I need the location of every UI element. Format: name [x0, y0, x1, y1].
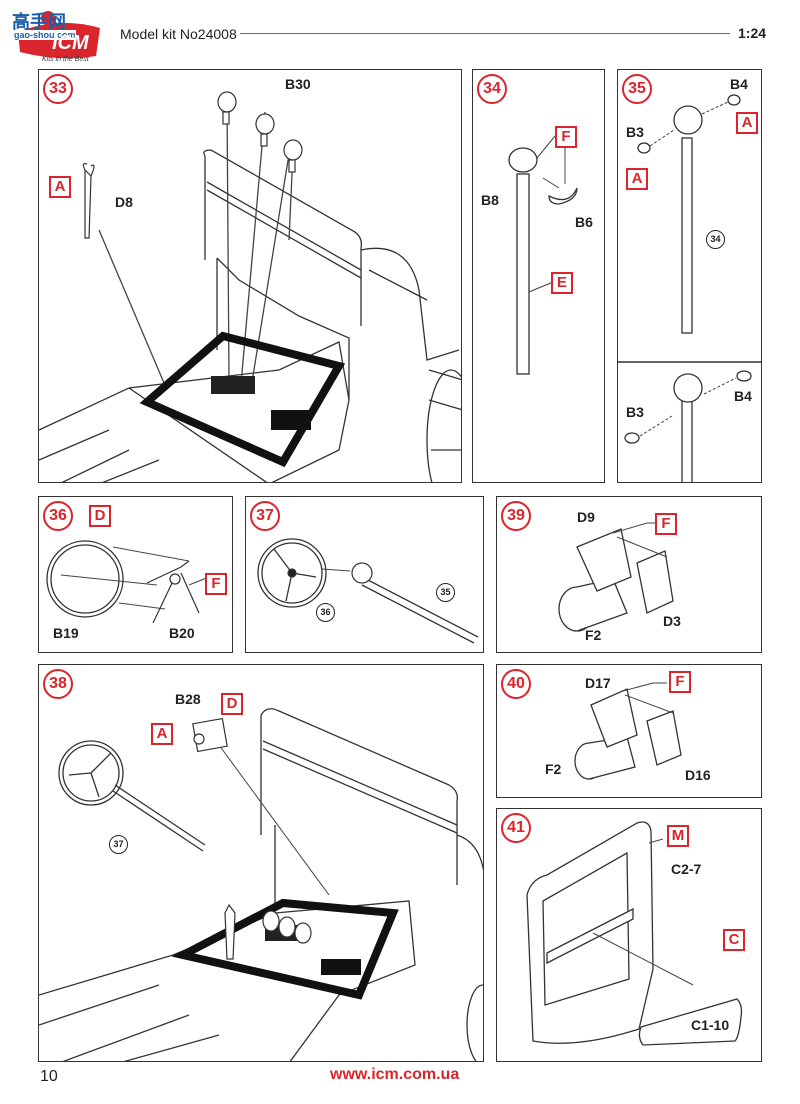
logo-site-text: gao-shou.com: [14, 30, 76, 40]
reference-step-35: 35: [436, 583, 455, 602]
website-link[interactable]: www.icm.com.ua: [330, 1066, 460, 1083]
step-33-drawing: [39, 91, 461, 482]
part-label-d16: D16: [685, 767, 711, 783]
step-39-panel: 39 D9 F F2 D3: [496, 496, 762, 653]
sprue-box-d: D: [221, 693, 243, 715]
part-label-d8: D8: [115, 194, 133, 210]
part-label-b28: B28: [175, 691, 201, 707]
part-label-b19: B19: [53, 625, 79, 641]
reference-step-34: 34: [706, 230, 725, 249]
step-number-37: 37: [250, 501, 280, 531]
step-33-panel: 33 B30 D8 A: [38, 69, 462, 483]
part-label-d3: D3: [663, 613, 681, 629]
part-label-f2: F2: [545, 761, 562, 777]
logo-tagline: Kits in the Best: [42, 56, 89, 63]
step-40-panel: 40 D17 F F2 D16: [496, 664, 762, 798]
part-label-f2: F2: [585, 627, 602, 643]
scale-label: 1:24: [738, 25, 767, 41]
step-number-33: 33: [43, 74, 73, 104]
sprue-box-d: D: [89, 505, 111, 527]
part-label-d17: D17: [585, 675, 611, 691]
sprue-box-f: F: [655, 513, 677, 535]
sprue-box-e: E: [551, 272, 573, 294]
step-40-drawing: [574, 682, 682, 780]
part-label-b8: B8: [481, 192, 499, 208]
step-36-drawing: [46, 540, 210, 624]
model-kit-title: Model kit No24008: [120, 26, 237, 42]
step-number-39: 39: [501, 501, 531, 531]
step-36-panel: 36 D F B19 B20: [38, 496, 233, 653]
step-number-36: 36: [43, 501, 73, 531]
reference-step-36: 36: [316, 603, 335, 622]
step-number-41: 41: [501, 813, 531, 843]
sprue-box-a: A: [49, 176, 71, 198]
part-label-b6: B6: [575, 214, 593, 230]
sprue-box-m: M: [667, 825, 689, 847]
header-rule: [240, 33, 730, 34]
part-label-b20: B20: [169, 625, 195, 641]
part-label-b30: B30: [285, 76, 311, 92]
part-label-b3: B3: [626, 124, 644, 140]
step-number-35: 35: [622, 74, 652, 104]
sprue-box-a-left: A: [626, 168, 648, 190]
part-label-c1-10: C1-10: [691, 1017, 730, 1033]
logo-brand-text: ICM: [52, 32, 89, 54]
page-number: 10: [40, 1068, 58, 1085]
step-35-drawing: [618, 94, 761, 482]
step-41-drawing: [526, 821, 743, 1046]
step-39-drawing: [558, 522, 674, 632]
step-37-panel: 37 36 35: [245, 496, 484, 653]
part-label-b3-detail: B3: [626, 404, 644, 420]
step-number-34: 34: [477, 74, 507, 104]
step-34-drawing: [508, 135, 578, 375]
sprue-box-c: C: [723, 929, 745, 951]
logo-top-text: 高手网: [12, 12, 66, 32]
sprue-box-a: A: [151, 723, 173, 745]
icm-logo: 高手网 gao-shou.com ICM Kits in the Best: [8, 6, 104, 68]
step-38-panel: 38 B28 D A 37: [38, 664, 484, 1062]
step-38-drawing: [39, 708, 483, 1061]
reference-step-37: 37: [109, 835, 128, 854]
part-label-b4: B4: [730, 76, 748, 92]
step-number-40: 40: [501, 669, 531, 699]
step-37-drawing: [257, 538, 479, 644]
sprue-box-a-right: A: [736, 112, 758, 134]
sprue-box-f: F: [555, 126, 577, 148]
sprue-box-f: F: [205, 573, 227, 595]
step-35-panel: 35 B4 B3 A A 34 B3 B4: [617, 69, 762, 483]
step-number-38: 38: [43, 669, 73, 699]
part-label-b4-detail: B4: [734, 388, 752, 404]
part-label-c2-7: C2-7: [671, 861, 702, 877]
step-34-panel: 34 F E B8 B6: [472, 69, 605, 483]
step-41-panel: 41 M C2-7 C C1-10: [496, 808, 762, 1062]
sprue-box-f: F: [669, 671, 691, 693]
part-label-d9: D9: [577, 509, 595, 525]
